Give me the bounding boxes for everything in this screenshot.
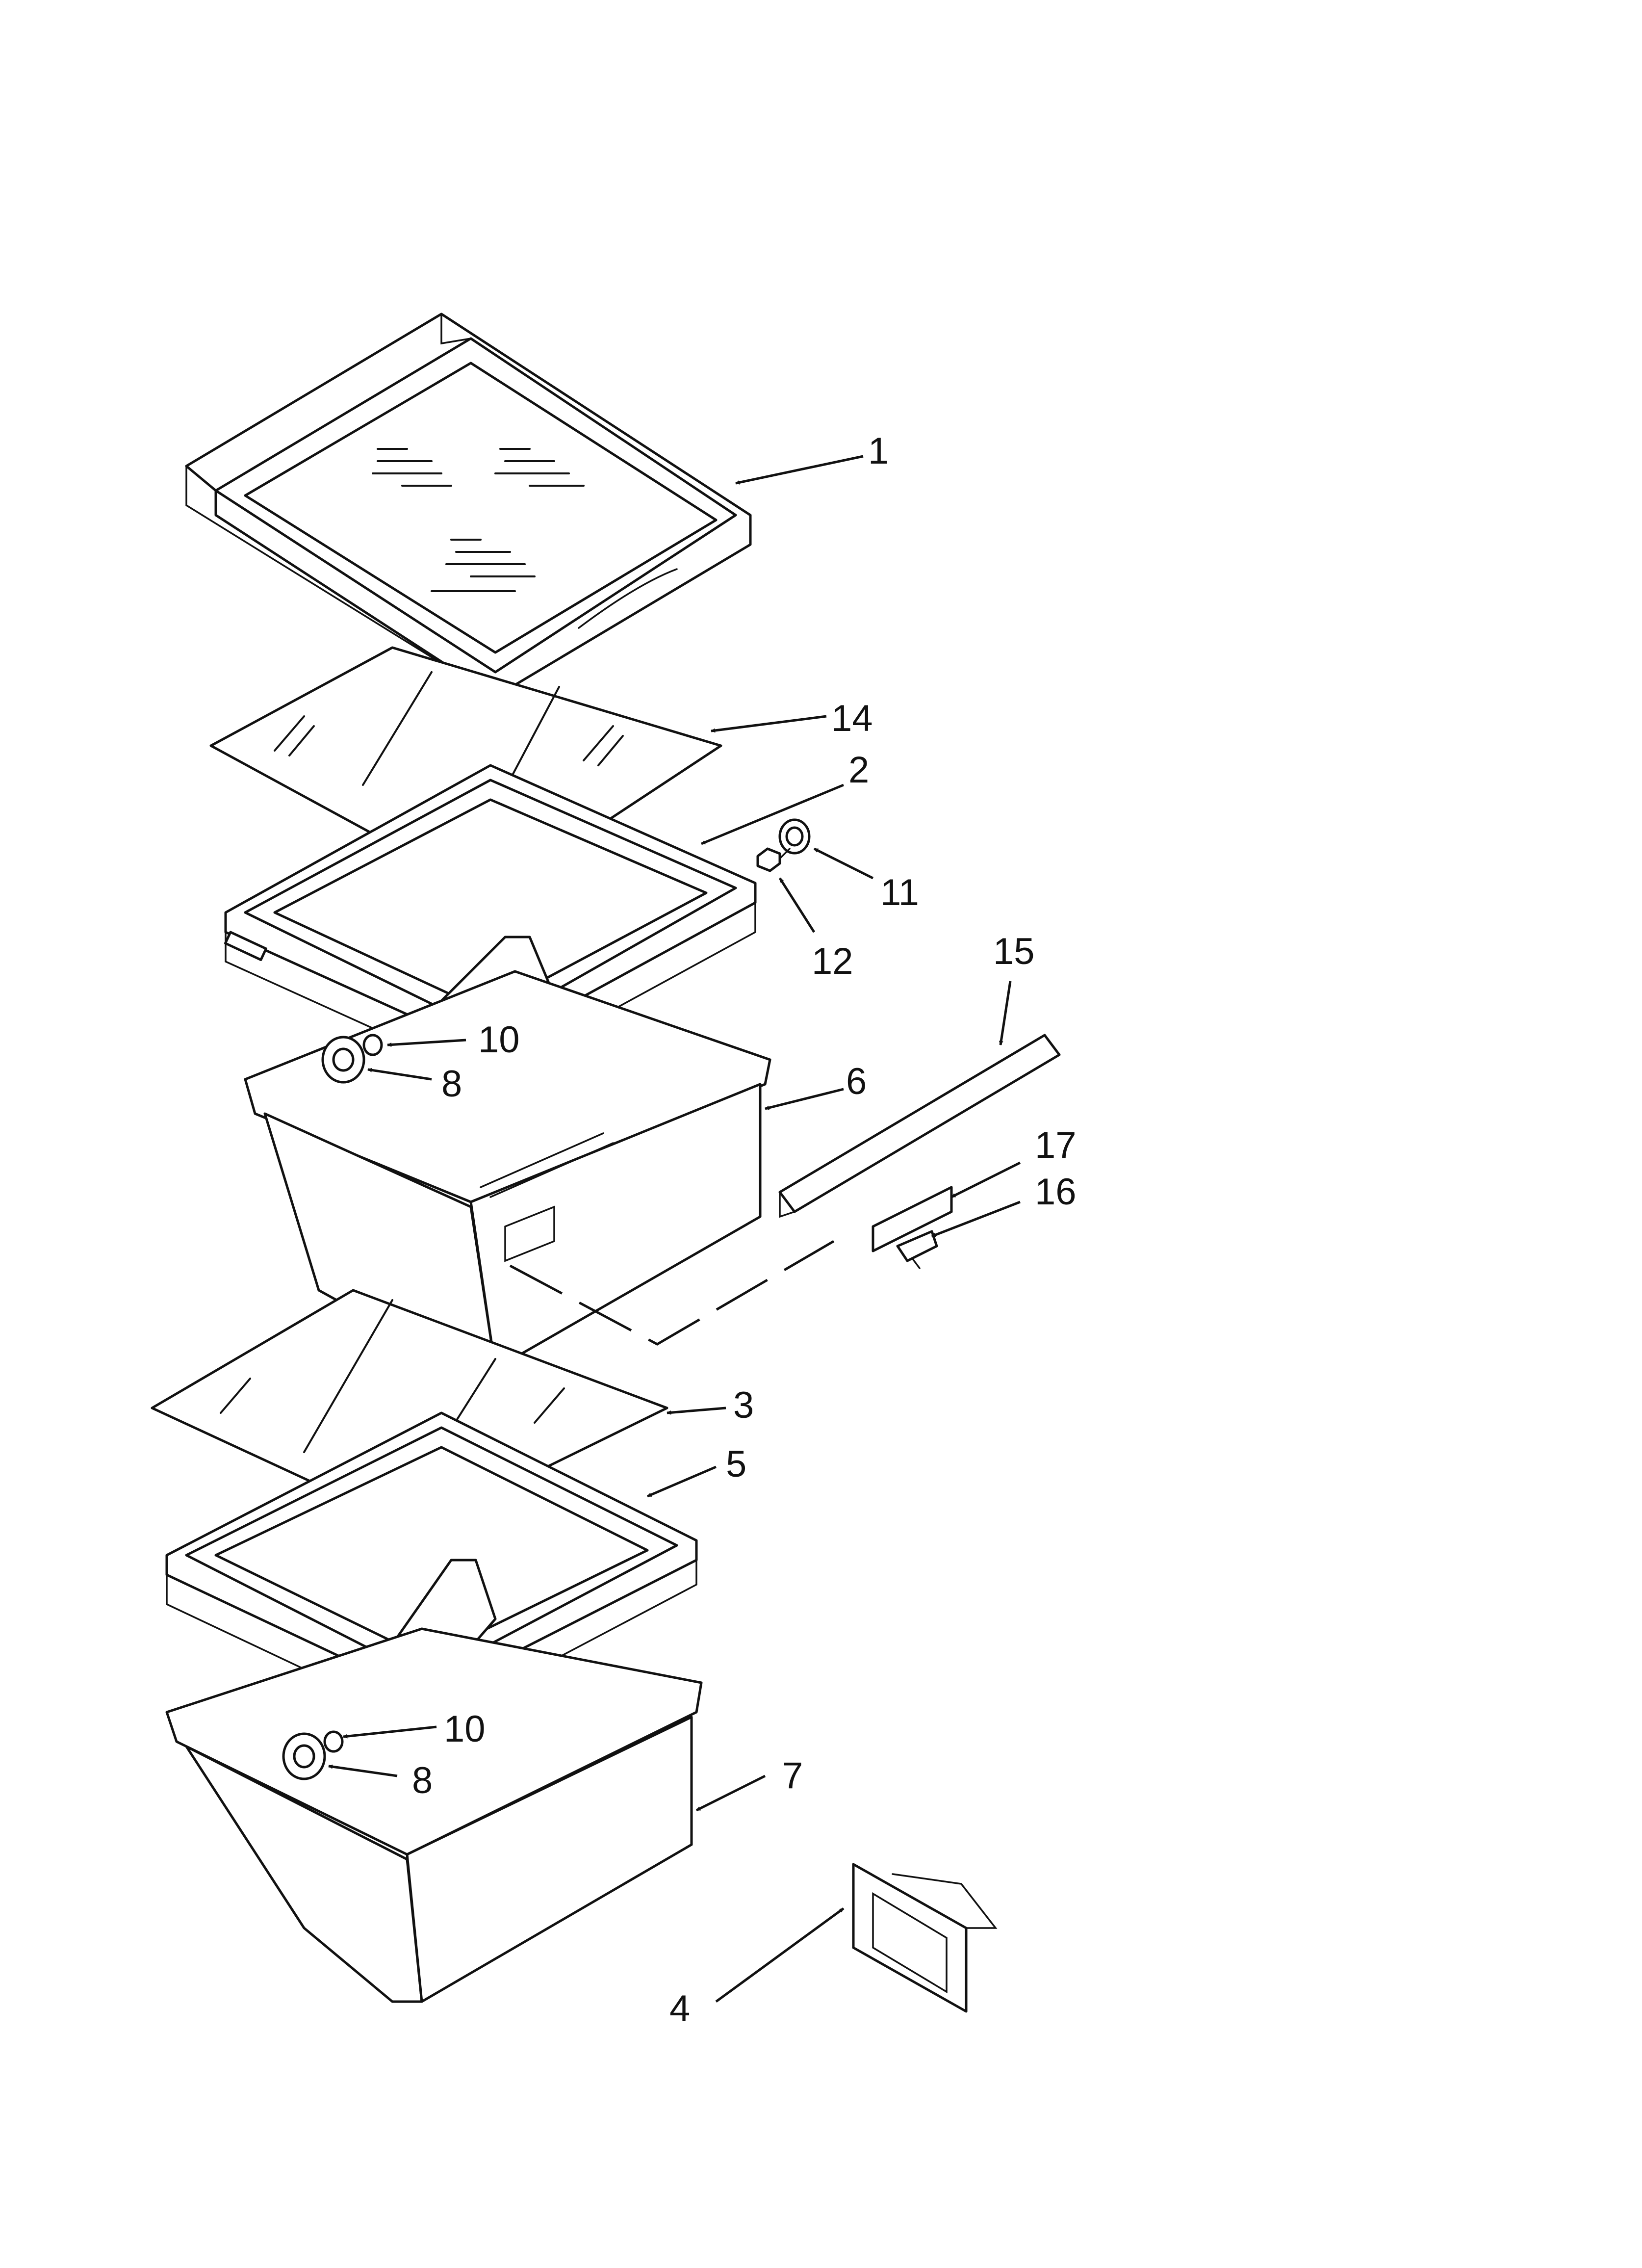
callout-12: 12: [812, 940, 853, 982]
callout-10-lower: 10: [444, 1708, 486, 1750]
callout-10-upper: 10: [478, 1019, 520, 1061]
callout-7: 7: [782, 1755, 803, 1797]
part-15-trim-strip: [778, 1034, 1061, 1218]
part-16-clip: [896, 1230, 938, 1269]
callout-3: 3: [733, 1384, 754, 1426]
callout-16: 16: [1035, 1171, 1077, 1213]
part-4-bracket: [852, 1863, 998, 2013]
callout-15: 15: [993, 931, 1035, 972]
callout-5: 5: [726, 1443, 746, 1485]
callout-14: 14: [831, 698, 873, 739]
drawer-wheel-upper: [321, 1034, 383, 1084]
callout-8-upper: 8: [441, 1063, 462, 1105]
leader-lines: [328, 455, 1021, 2003]
callout-4: 4: [669, 1988, 690, 2030]
part-2-cover-frame: [224, 764, 757, 1080]
part-6-crisper-drawer: [244, 970, 771, 1370]
callout-17: 17: [1035, 1124, 1077, 1166]
callout-11: 11: [880, 872, 919, 913]
shelf-texture-marks: [372, 448, 585, 592]
part-7-crisper-drawer: [165, 1627, 703, 2003]
callout-6: 6: [846, 1061, 867, 1102]
callout-8-lower: 8: [412, 1760, 433, 1801]
callout-1: 1: [868, 430, 889, 472]
part-14-glass-panel: [209, 646, 722, 899]
part-17-clip: [872, 1186, 953, 1252]
part-1-shelf-frame: [185, 313, 752, 698]
callout-labels: 1 14 2 11 12 15 10 8 6 17 16 3 5 10 8 7 …: [412, 430, 1077, 2030]
part-5-cover-frame: [165, 1411, 698, 1728]
drawer-wheel-lower: [282, 1730, 344, 1780]
assembly-line: [509, 1240, 835, 1346]
callout-2: 2: [848, 749, 869, 791]
part-12-screw: [756, 847, 791, 872]
part-11-knob: [778, 818, 811, 855]
